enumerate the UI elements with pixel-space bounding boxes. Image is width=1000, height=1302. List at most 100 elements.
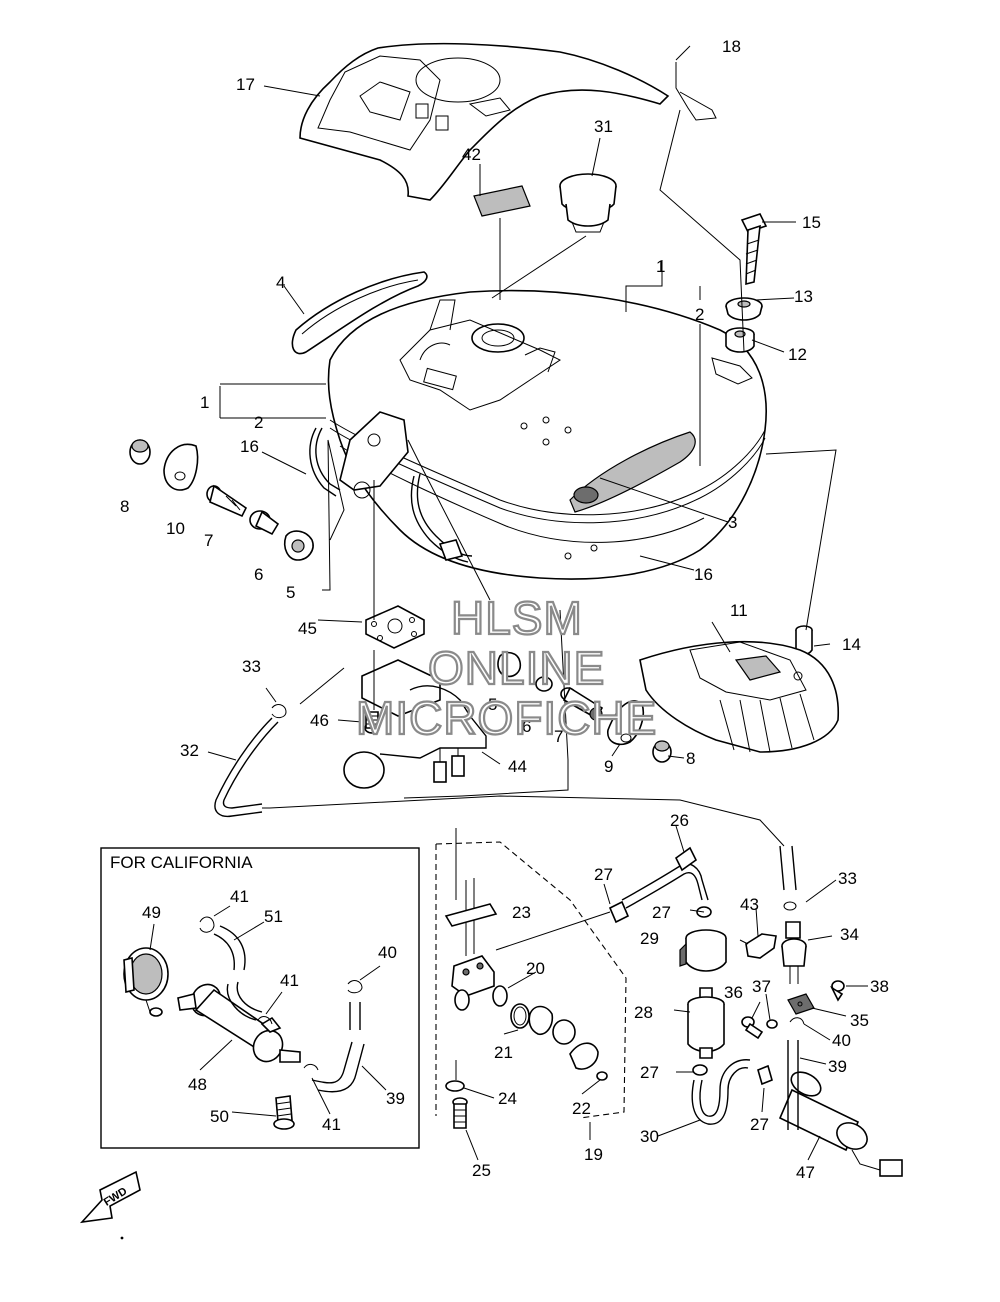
callout-22: 22 [572,1099,591,1118]
callout-45: 45 [298,619,317,638]
hose-part-30 [691,1059,751,1125]
callout-8-front: 8 [120,497,129,516]
damper-part-8-b [652,740,672,763]
callout-10: 10 [166,519,185,538]
gasket-part-45 [365,605,425,649]
callout-9: 9 [604,757,613,776]
callout-42: 42 [462,145,481,164]
clamp-part-27-a [608,900,630,924]
watermark-line-3: MICROFICHE [356,692,657,744]
petcock-part-19 [435,841,627,1119]
hose-part-26 [621,846,709,909]
callout-12: 12 [788,345,807,364]
callout-46: 46 [310,711,329,730]
collar-part-6-b [535,676,553,692]
callout-27-lower: 27 [750,1115,769,1134]
watermark-line-1: HLSM [451,592,583,644]
grommet-part-5-b [497,651,522,678]
charcoal-canister-part-49 [123,947,169,1017]
damper-part-13 [725,297,763,321]
o-ring-part-20 [492,985,508,1007]
callout-48: 48 [188,1075,207,1094]
callout-16-rear: 16 [694,565,713,584]
bracket-part-10 [163,443,199,491]
callout-31: 31 [594,117,613,136]
canister-part-48 [177,983,301,1063]
cover-part-11 [639,640,840,753]
callout-43: 43 [740,895,759,914]
callout-20: 20 [526,959,545,978]
callout-14: 14 [842,635,861,654]
pump-part-47 [778,1071,903,1177]
california-box-title: FOR CALIFORNIA [110,853,253,872]
callout-1-rear: 1 [656,257,665,276]
filter-part-28 [687,987,725,1059]
callout-25: 25 [472,1161,491,1180]
screw-part-22 [596,1071,608,1081]
screw-part-25 [452,1097,468,1129]
callout-21: 21 [494,1043,513,1062]
callout-34: 34 [840,925,859,944]
check-valve-part-34 [781,921,807,984]
callout-7-rear: 7 [554,727,563,746]
callout-5-rear: 5 [488,695,497,714]
callout-17: 17 [236,75,255,94]
callout-8-rear: 8 [686,749,695,768]
callout-33-lower: 33 [838,869,857,888]
callout-28: 28 [634,1003,653,1022]
hose-part-39-b [787,1040,799,1130]
hose-part-32 [214,717,279,818]
callout-2-rear: 2 [695,305,704,324]
callout-41-top: 41 [230,887,249,906]
callout-27-middle: 27 [640,1063,659,1082]
clip-part-41-a [199,916,215,933]
screw-part-38 [830,980,845,1002]
callout-30: 30 [640,1127,659,1146]
clip-part-40-b [789,1017,805,1025]
clip-part-41-b [257,1016,273,1025]
callout-5-front: 5 [286,583,295,602]
watermark: HLSM ONLINE MICROFICHE [355,591,658,745]
label-part-42 [473,185,531,217]
watermark-line-2: ONLINE [428,642,605,694]
connector-part-43 [739,933,777,959]
callout-27-upper-right: 27 [652,903,671,922]
grommet-part-5 [283,530,314,561]
tank-cover-part-17 [299,42,670,201]
callout-26: 26 [670,811,689,830]
callout-1-front: 1 [200,393,209,412]
bracket-part-9 [607,700,645,746]
callout-44: 44 [508,757,527,776]
callout-36: 36 [724,983,743,1002]
callout-41-bottom: 41 [322,1115,341,1134]
bolt-part-15 [740,213,768,286]
clip-part-41-c [303,1063,319,1071]
callout-47: 47 [796,1163,815,1182]
callout-15: 15 [802,213,821,232]
callout-33-upper: 33 [242,657,261,676]
sensor-part-44 [343,659,487,789]
bolt-part-36 [741,1016,764,1040]
callout-35: 35 [850,1011,869,1030]
clamp-part-27-c [692,1064,708,1076]
callout-29: 29 [640,929,659,948]
bolt-part-50 [273,1095,295,1130]
callout-16-front: 16 [240,437,259,456]
fuel-cap-part-31 [559,173,617,233]
washer-part-37 [766,1019,778,1029]
hose-part-33-b [779,845,797,911]
stray-dot [120,1236,124,1240]
callout-6-front: 6 [254,565,263,584]
callout-18: 18 [722,37,741,56]
bolt-part-7 [206,484,248,518]
damper-part-8 [129,439,151,465]
callout-37: 37 [752,977,771,996]
callout-2-front: 2 [254,413,263,432]
california-leader-lines [149,905,387,1117]
callout-38: 38 [870,977,889,996]
leader-lines [207,45,868,1161]
callout-27-upper-left: 27 [594,865,613,884]
hose-part-51 [213,925,263,1021]
